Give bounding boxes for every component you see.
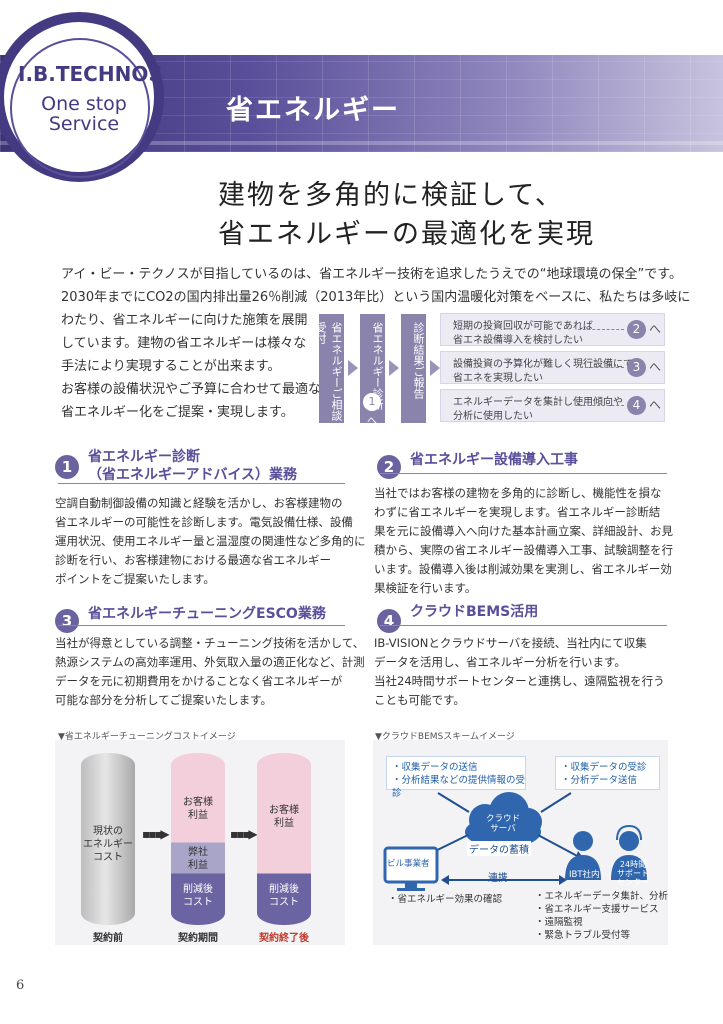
bems-panel-label: ▼クラウドBEMSスキームイメージ bbox=[375, 732, 515, 742]
intro-line: しています。建物の省エネルギーは様々な bbox=[61, 336, 307, 351]
section-title-3: 省エネルギーチューニングESCO業務 bbox=[88, 606, 326, 622]
data-store-label: データの蓄積 bbox=[467, 841, 531, 856]
section-title-4: クラウドBEMS活用 bbox=[410, 604, 539, 620]
logo bbox=[0, 12, 164, 182]
section-title-2: 省エネルギー設備導入工事 bbox=[410, 452, 578, 468]
section-number-3: 3 bbox=[55, 609, 79, 633]
flow-option-3: エネルギーデータを集計し使用傾向や分析に使用したい bbox=[440, 389, 665, 422]
monitor-icon bbox=[383, 846, 439, 891]
cylinder-after-contract bbox=[257, 753, 311, 925]
arrow-line bbox=[537, 834, 582, 859]
ibt-tasks: ・エネルギーデータ集計、分析 ・省エネルギー支援サービス ・遠隔監視 ・緊急トラ… bbox=[535, 891, 669, 941]
section-number-4: 4 bbox=[377, 609, 401, 633]
person-icon bbox=[565, 831, 601, 880]
logo-brand: I.B.TECHNOS bbox=[18, 62, 163, 86]
logo-tagline-2: Service bbox=[48, 113, 120, 135]
cost-panel-label: ▼省エネルギーチューニングコストイメージ bbox=[58, 732, 236, 742]
headset-person-icon bbox=[611, 824, 647, 880]
page-number: 6 bbox=[16, 978, 25, 993]
flow-step-number: 1 bbox=[363, 393, 381, 411]
section-title-1: 省エネルギー診断 bbox=[88, 449, 200, 465]
intro-line: 省エネルギー化をご提案・実現します。 bbox=[61, 405, 294, 420]
section-number-1: 1 bbox=[55, 455, 79, 479]
intro-line: お客様の設備状況やご予算に合わせて最適な bbox=[61, 382, 322, 397]
intro-line: 手法により実現することが出来ます。 bbox=[61, 359, 281, 374]
section-subtitle-1: （省エネルギーアドバイス）業務 bbox=[88, 467, 298, 483]
flow-arrow-icon bbox=[430, 360, 440, 376]
building-label: ビル事業者 bbox=[387, 859, 430, 869]
arrow-icon: ▪▪▪▶ bbox=[142, 827, 170, 841]
flow-option-number: 4 bbox=[627, 396, 646, 415]
flow-option-number: 2 bbox=[627, 320, 646, 339]
intro-line: アイ・ビー・テクノスが目指しているのは、省エネルギー技術を追求したうえでの“地球… bbox=[61, 267, 682, 282]
intro-line: わたり、省エネルギーに向けた施策を展開 bbox=[61, 313, 308, 328]
flow-step-consultation: 省エネルギーご相談受付 bbox=[314, 314, 344, 423]
flow-step-report: 診断結果ご報告 bbox=[401, 314, 426, 423]
cloud-icon bbox=[465, 792, 542, 848]
note-ibt-side: ・収集データの受診・分析データ送信 bbox=[555, 756, 660, 790]
flow-arrow-icon bbox=[348, 360, 358, 376]
page-title: 省エネルギー bbox=[226, 95, 400, 126]
flow-arrow-icon bbox=[389, 360, 399, 376]
arrow-icon: ▪▪▪▶ bbox=[230, 827, 258, 841]
section-number-2: 2 bbox=[377, 455, 401, 479]
link-label: 連携 bbox=[488, 873, 508, 884]
building-task: ・省エネルギー効果の確認 bbox=[388, 894, 503, 905]
note-building-side: ・収集データの送信・分析結果などの提供情報の受診 bbox=[386, 756, 526, 799]
flow-option-number: 3 bbox=[627, 358, 646, 377]
logo-tagline-1: One stop bbox=[41, 93, 127, 115]
ibt-label: IBT社内 bbox=[569, 870, 600, 880]
flow-step-suffix: へ bbox=[367, 416, 377, 427]
cylinder-current-cost bbox=[81, 753, 135, 925]
cylinder-contract-period bbox=[171, 753, 225, 925]
intro-line: 2030年までにCO2の国内排出量26％削減（2013年比）という国内温暖化対策… bbox=[61, 290, 691, 305]
headline-line-1: 建物を多角的に検証して、 bbox=[218, 180, 564, 211]
bems-diagram bbox=[383, 792, 647, 891]
headline-line-2: 省エネルギーの最適化を実現 bbox=[218, 219, 595, 250]
